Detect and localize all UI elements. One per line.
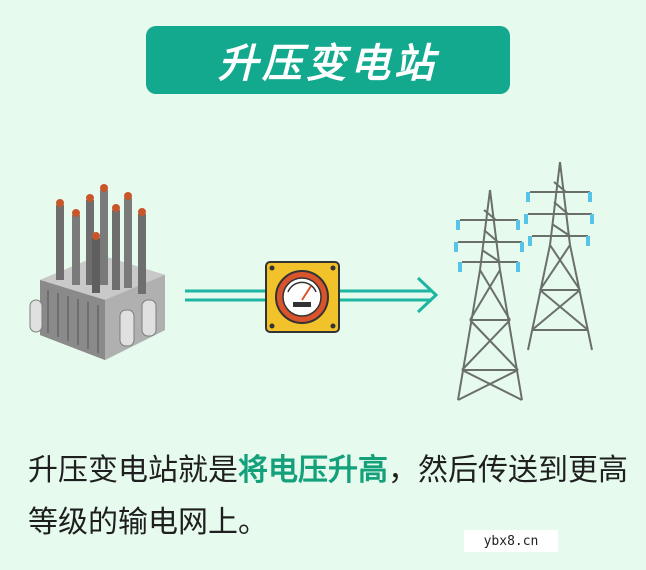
flow-arrow <box>185 276 439 314</box>
illustration <box>29 161 594 401</box>
voltage-meter-icon <box>265 261 340 333</box>
watermark: ybx8.cn <box>464 530 558 552</box>
description-highlight: 将电压升高 <box>238 453 388 488</box>
transmission-tower-icon <box>457 189 523 401</box>
transformer-icon <box>29 184 165 360</box>
transmission-tower-icon <box>527 161 593 351</box>
description-part1: 升压变电站就是 <box>28 453 238 488</box>
description-part2: ，然后传送到更高等级的输电网上。 <box>28 453 628 540</box>
page-title: 升压变电站 <box>218 41 438 87</box>
title-badge: 升压变电站 <box>146 26 510 94</box>
description-text: 升压变电站就是将电压升高，然后传送到更高等级的输电网上。 <box>28 445 628 549</box>
